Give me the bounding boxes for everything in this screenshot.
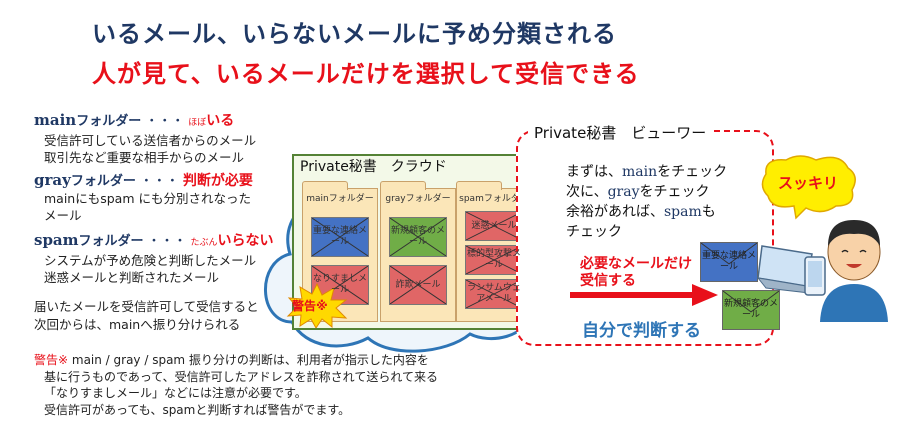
- mail-envelope[interactable]: 詐欺メール: [389, 265, 447, 305]
- bubble-text: スッキリ: [777, 174, 838, 192]
- envelope-icon: [312, 218, 368, 256]
- warning-label: 警告※: [34, 353, 69, 367]
- legend-main-tag-small: ほぼ: [188, 118, 207, 128]
- envelope-icon: [390, 218, 446, 256]
- mail-label: 迷惑メール: [471, 220, 517, 231]
- warning-badge: 警告※: [292, 299, 328, 313]
- legend-gray-dots: ・・・: [139, 174, 179, 189]
- step-token: gray: [607, 184, 640, 200]
- envelope-icon: [723, 291, 779, 313]
- step-text: も: [701, 204, 716, 220]
- legend-spam-dots: ・・・: [147, 234, 187, 249]
- mail-label: 新規顧客のメール: [723, 299, 778, 320]
- speech-bubble: [761, 155, 856, 220]
- folder-main-tab: [302, 181, 348, 190]
- laptop-icon: [756, 245, 819, 295]
- step-text: をチェック: [657, 164, 728, 180]
- headline-primary: いるメール、いらないメールに予め分類される: [92, 20, 617, 48]
- need-line-1: 必要なメールだけ: [580, 256, 692, 272]
- person-icon: [820, 220, 888, 322]
- legend-gray-desc-1: mainにもspam にも分別されなった: [44, 191, 251, 206]
- viewer-steps: まずは、mainをチェック 次に、grayをチェック 余裕があれば、spamも …: [566, 162, 727, 242]
- legend-main-suffix: フォルダー: [76, 114, 142, 129]
- received-mail-1[interactable]: 重要な連絡メール: [700, 242, 758, 282]
- legend-gray-desc-2: メール: [44, 208, 82, 223]
- warning-burst-icon: [286, 282, 348, 328]
- legend-main-tag: いる: [206, 113, 235, 129]
- warning-line-1: main / gray / spam 振り分けの判断は、利用者が指示した内容を: [68, 353, 429, 367]
- legend-main-token: main: [34, 111, 77, 129]
- legend-spam-tag: いらない: [217, 233, 274, 249]
- step-text: 次に、: [566, 184, 608, 200]
- mail-envelope[interactable]: 標的型攻撃メール: [465, 245, 523, 275]
- legend-main-desc-1: 受信許可している送信者からのメール: [44, 133, 257, 148]
- legend-spam-desc-2: 迷惑メールと判断されたメール: [44, 270, 220, 285]
- mail-label: 新規顧客のメール: [390, 226, 445, 247]
- warning-line-4: 受信許可があっても、spamと判断すれば警告がでます。: [44, 402, 351, 417]
- cloud-title: Private秘書 クラウド: [296, 156, 451, 176]
- mail-label: 詐欺メール: [395, 279, 441, 290]
- envelope-icon: [701, 243, 757, 265]
- mail-label: なりすましメール: [312, 274, 367, 295]
- mail-label: 重要な連絡メール: [312, 226, 367, 247]
- step-token: spam: [664, 204, 702, 220]
- mail-envelope[interactable]: ランサムウェアメール: [465, 279, 523, 309]
- note-line-1: 届いたメールを受信許可して受信すると: [34, 299, 259, 314]
- folder-spam-tab: [456, 181, 502, 190]
- step-text: をチェック: [639, 184, 710, 200]
- envelope-icon: [466, 212, 522, 240]
- legend-gray-suffix: フォルダー: [70, 174, 136, 189]
- warning-line-3: 「なりすましメール」などには注意が必要です。: [44, 386, 307, 400]
- warning: 警告※ main / gray / spam 振り分けの判断は、利用者が指示した…: [34, 352, 504, 418]
- legend-gray: grayフォルダー ・・・ 判断が必要 mainにもspam にも分別されなった…: [34, 172, 284, 224]
- legend-main-desc-2: 取引先など重要な相手からのメール: [44, 150, 245, 165]
- mail-envelope[interactable]: 重要な連絡メール: [311, 217, 369, 257]
- arrow-right-icon: [570, 284, 718, 306]
- mail-envelope[interactable]: 迷惑メール: [465, 211, 523, 241]
- legend-main: mainフォルダー ・・・ ほぼいる 受信許可している送信者からのメール 取引先…: [34, 112, 284, 166]
- legend-spam-tag-small: たぶん: [190, 238, 218, 248]
- legend-gray-token: gray: [34, 171, 71, 189]
- legend-spam: spamフォルダー ・・・ たぶんいらない システムが予め危険と判断したメール …: [34, 232, 284, 286]
- mail-envelope[interactable]: 新規顧客のメール: [389, 217, 447, 257]
- folder-gray[interactable]: grayフォルダー 新規顧客のメール 詐欺メール: [380, 181, 456, 322]
- need-line-2: 受信する: [580, 273, 636, 289]
- step-text: 余裕があれば、: [566, 204, 664, 220]
- mail-label: 標的型攻撃メール: [466, 249, 521, 270]
- folder-gray-tab: [380, 181, 426, 190]
- envelope-icon: [466, 280, 522, 308]
- legend-spam-token: spam: [34, 231, 79, 249]
- headline-secondary: 人が見て、いるメールだけを選択して受信できる: [92, 60, 640, 88]
- folder-gray-name: grayフォルダー: [385, 194, 451, 204]
- phone-icon: [804, 256, 826, 296]
- need-text: 必要なメールだけ 受信する: [580, 256, 692, 290]
- legend-main-dots: ・・・: [145, 114, 185, 129]
- envelope-icon: [466, 246, 522, 274]
- envelope-icon: [390, 266, 446, 304]
- legend-spam-suffix: フォルダー: [78, 234, 144, 249]
- step-token: main: [622, 164, 658, 180]
- warning-line-2: 基に行うものであって、受信許可したアドレスを詐称されて送られて来る: [44, 369, 438, 384]
- judge-text: 自分で判断する: [582, 321, 701, 341]
- step-text: まずは、: [566, 164, 622, 180]
- received-mail-2[interactable]: 新規顧客のメール: [722, 290, 780, 330]
- note-line-2: 次回からは、mainへ振り分けられる: [34, 317, 241, 332]
- mail-label: 重要な連絡メール: [701, 251, 756, 272]
- step-text: チェック: [566, 224, 622, 240]
- legend-spam-desc-1: システムが予め危険と判断したメール: [44, 253, 257, 268]
- legend-gray-tag: 判断が必要: [182, 173, 253, 189]
- folder-spam-name: spamフォルダー: [459, 194, 529, 204]
- viewer-title: Private秘書 ビューワー: [528, 122, 713, 143]
- mail-envelope[interactable]: なりすましメール: [311, 265, 369, 305]
- mail-label: ランサムウェアメール: [467, 283, 521, 304]
- folder-main-name: mainフォルダー: [306, 194, 374, 204]
- note: 届いたメールを受信許可して受信すると 次回からは、mainへ振り分けられる: [34, 298, 294, 334]
